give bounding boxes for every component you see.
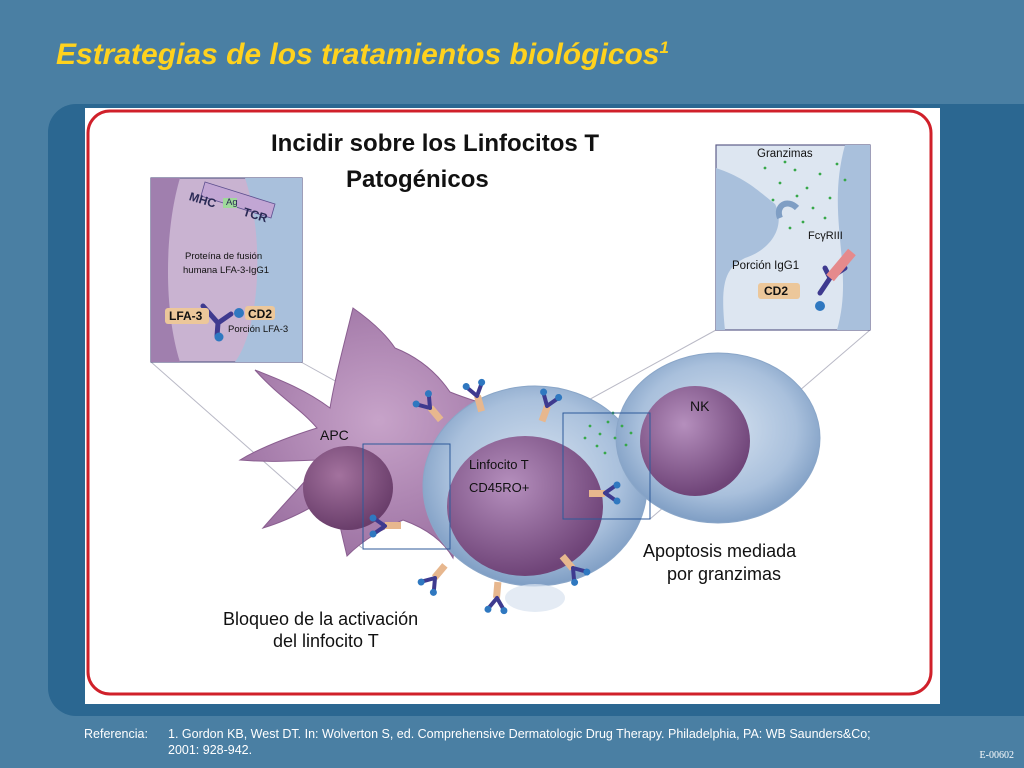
caption-left-line1: Bloqueo de la activación (223, 609, 419, 629)
figure-frame: Incidir sobre los Linfocitos T Patogénic… (85, 108, 940, 704)
fusion-protein-line2: humana LFA-3-IgG1 (183, 265, 270, 276)
secretion-cloud (505, 584, 565, 612)
t-cell-receptors (369, 378, 621, 615)
slide-code: E-00602 (979, 750, 1014, 761)
lfa3-portion-label: Porción LFA-3 (228, 324, 289, 335)
t-cell-label-line2: CD45RO+ (469, 480, 530, 495)
reference-text: 1. Gordon KB, West DT. In: Wolverton S, … (168, 727, 871, 757)
figure-heading-line1: Incidir sobre los Linfocitos T (271, 130, 600, 157)
nk-label: NK (690, 398, 710, 414)
reference-label: Referencia: (84, 727, 148, 741)
caption-right-line1: Apoptosis mediada (643, 541, 797, 561)
apc-nucleus (303, 446, 393, 530)
left-inset (150, 177, 303, 363)
nk-nucleus (640, 386, 750, 496)
caption-right-line2: por granzimas (667, 564, 782, 584)
t-cell-nucleus (447, 436, 603, 576)
cd2-label-left: CD2 (248, 307, 273, 321)
right-inset (715, 144, 871, 331)
figure-heading-line2: Patogénicos (346, 166, 489, 193)
apc-t-contact-box (362, 443, 451, 550)
fc-receptor-label: FcγRIII (808, 230, 843, 242)
fusion-protein-line1: Proteína de fusión (185, 251, 263, 262)
slide-title: Estrategias de los tratamientos biológic… (56, 38, 669, 71)
t-nk-contact-box (562, 412, 651, 520)
figure-illustration (86, 109, 933, 696)
igg1-portion-label: Porción IgG1 (732, 260, 800, 272)
cd2-label-right: CD2 (764, 284, 789, 298)
title-superscript: 1 (659, 38, 669, 57)
caption-left-line2: del linfocito T (273, 631, 379, 651)
granzymes-label: Granzimas (757, 148, 813, 160)
ag-label: Ag (226, 197, 238, 208)
lfa3-label: LFA-3 (169, 309, 203, 323)
apc-label: APC (320, 427, 349, 443)
t-cell-label-line1: Linfocito T (469, 457, 529, 472)
